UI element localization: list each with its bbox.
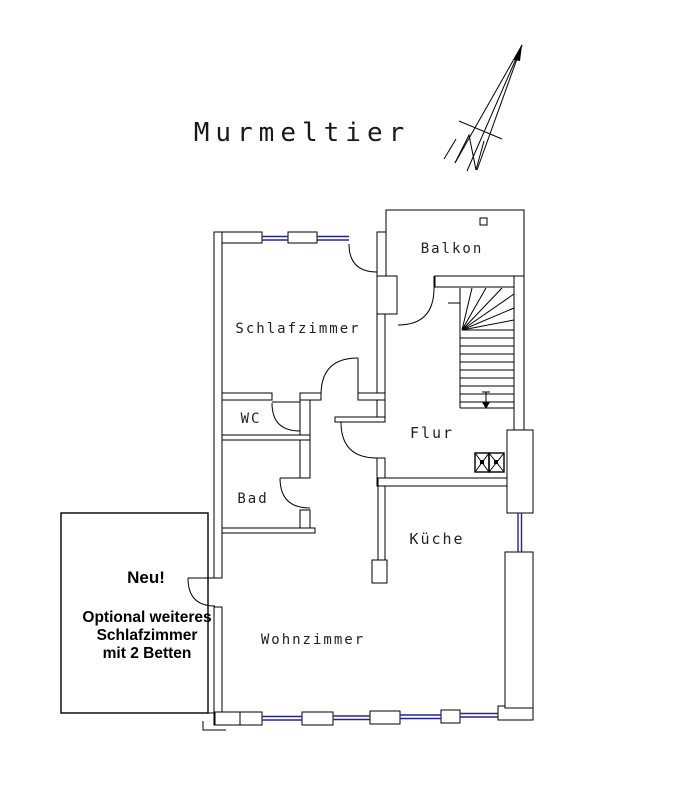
- wall-segment: [214, 711, 241, 726]
- wall-segment: [376, 313, 386, 419]
- north-arrow-line: [454, 44, 523, 164]
- wc-door-arc: [271, 402, 301, 432]
- balcony-edge: [385, 209, 525, 276]
- stair-winder: [461, 287, 487, 331]
- bath-door-arc: [279, 477, 311, 509]
- wall-segment: [287, 231, 318, 244]
- wall-segment: [221, 527, 316, 534]
- balcony-square-symbol: [479, 217, 488, 226]
- wall-segment: [369, 710, 401, 725]
- stair-winder: [461, 293, 515, 331]
- north-arrow-line: [466, 44, 523, 172]
- wall-segment: [299, 392, 322, 401]
- stair-winder: [461, 319, 515, 331]
- shaft-box: [488, 452, 505, 473]
- annotation-line: mit 2 Betten: [103, 645, 192, 662]
- room-label-schlafzimmer: Schlafzimmer: [235, 321, 360, 337]
- north-arrow-zigzag: [454, 133, 485, 171]
- bedroom-door-arc: [320, 357, 359, 396]
- wall-segment: [377, 477, 508, 487]
- room-label-bad: Bad: [237, 491, 268, 507]
- stair-winder: [461, 307, 515, 331]
- entry-door-arc: [397, 287, 435, 326]
- annotation-box: Neu! Optional weiteres Schlafzimmer mit …: [60, 512, 212, 714]
- stairs: [448, 287, 515, 409]
- wall-segment: [301, 711, 334, 726]
- north-arrow-line: [443, 138, 457, 160]
- wall-segment: [221, 434, 311, 441]
- corner-step: [202, 721, 226, 731]
- wall-segment: [504, 551, 534, 709]
- wall-segment: [239, 711, 263, 726]
- room-label-flur: Flur: [410, 424, 454, 442]
- annotation-headline: Neu!: [127, 568, 165, 587]
- wall-segment: [213, 231, 223, 579]
- wall-segment: [376, 231, 387, 277]
- wall-segment: [513, 275, 525, 431]
- north-arrow-crossbar: [458, 120, 503, 140]
- room-label-wc: WC: [241, 411, 262, 427]
- annotation-line: Schlafzimmer: [97, 627, 198, 644]
- walls: [202, 231, 534, 731]
- stair-arrow-head: [482, 402, 490, 409]
- stair-winder: [461, 287, 503, 331]
- balcony-outline: [385, 209, 525, 276]
- shaft-dot: [494, 460, 498, 464]
- wall-segment: [440, 709, 461, 724]
- north-arrow-line: [476, 44, 523, 171]
- wall-segment: [213, 606, 223, 726]
- windows: [262, 235, 523, 721]
- doors: [187, 243, 435, 607]
- wall-segment: [299, 399, 311, 441]
- optional-room-door-arc: [187, 577, 216, 607]
- wall-segment: [334, 416, 386, 423]
- annotation-border: [60, 512, 209, 714]
- wall-segment: [434, 275, 515, 288]
- wall-segment: [357, 392, 386, 401]
- room-label-balkon: Balkon: [421, 241, 484, 257]
- room-label-wohnzimmer: Wohnzimmer: [261, 632, 365, 648]
- wall-segment: [371, 559, 388, 584]
- shaft-dot: [480, 460, 484, 464]
- wall-segment: [299, 509, 311, 529]
- wall-segment: [377, 485, 386, 561]
- balcony-door-arc: [348, 243, 378, 273]
- annotation-line: Optional weiteres: [82, 609, 211, 626]
- room-label-kueche: Küche: [409, 530, 464, 548]
- wall-segment: [506, 429, 534, 514]
- hall-door-arc: [340, 421, 378, 459]
- shaft-symbols: [474, 452, 505, 473]
- stair-winder: [461, 287, 473, 331]
- north-arrow-head: [514, 45, 522, 61]
- wall-segment: [299, 439, 311, 479]
- wall-segment: [376, 275, 398, 315]
- plan-title: Murmeltier: [194, 118, 411, 148]
- north-arrow-icon: [443, 44, 523, 172]
- room-labels: Balkon Schlafzimmer WC Bad Flur Küche Wo…: [235, 241, 484, 648]
- wall-segment: [221, 392, 273, 401]
